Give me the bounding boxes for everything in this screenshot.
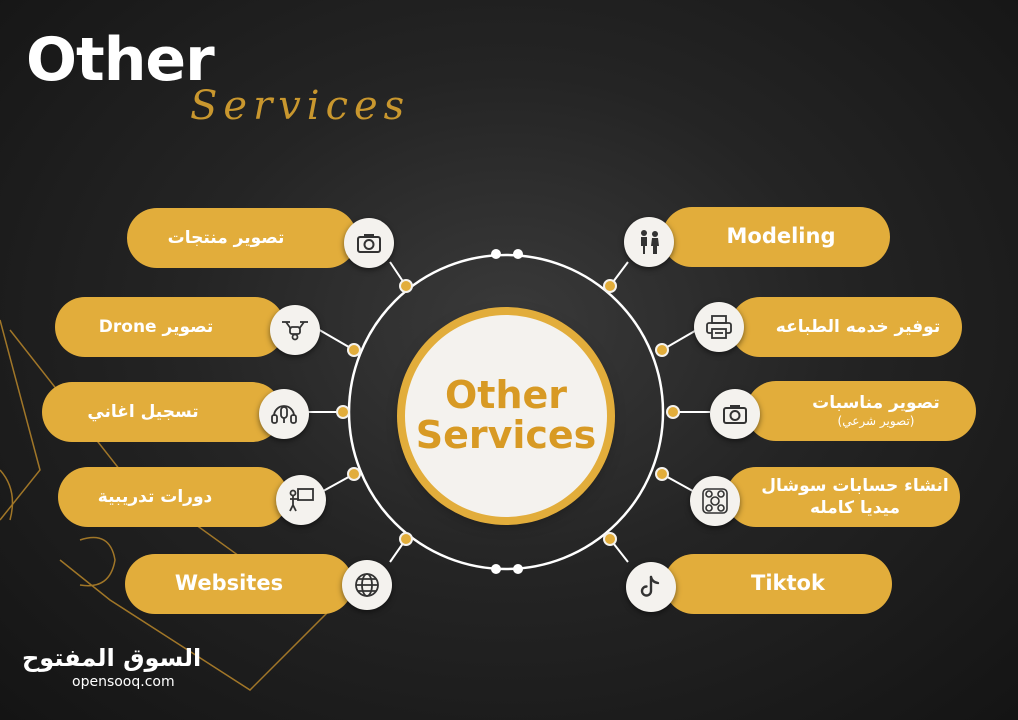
- logo-latin: opensooq.com: [72, 674, 175, 690]
- service-label: دورات تدريبية: [97, 486, 213, 507]
- center-circle: Other Services: [405, 315, 607, 517]
- service-label: تصوير منتجات: [167, 227, 285, 248]
- tiktok-icon: [626, 562, 676, 612]
- service-drone-photography[interactable]: تصوير Drone: [55, 297, 285, 357]
- service-label: Modeling: [726, 224, 836, 249]
- page-title: Other: [26, 25, 215, 95]
- camera-icon: [344, 218, 394, 268]
- service-sublabel: ميديا كامله: [810, 498, 901, 518]
- globe-icon: [342, 560, 392, 610]
- service-tiktok[interactable]: Tiktok: [664, 554, 892, 614]
- service-label: انشاء حسابات سوشال: [761, 475, 949, 496]
- presentation-icon: [276, 475, 326, 525]
- service-song-recording[interactable]: تسجيل اغاني: [42, 382, 282, 442]
- printer-icon: [694, 302, 744, 352]
- models-icon: [624, 217, 674, 267]
- service-label: Websites: [174, 571, 284, 596]
- service-product-photography[interactable]: تصوير منتجات: [127, 208, 357, 268]
- service-label: تصوير مناسبات: [812, 393, 940, 414]
- service-event-photography[interactable]: تصوير مناسبات (تصوير شرعي): [746, 381, 976, 441]
- page-title-script: Services: [190, 83, 411, 129]
- service-websites[interactable]: Websites: [125, 554, 353, 614]
- service-printing[interactable]: توفير خدمه الطباعه: [730, 297, 962, 357]
- service-label: تسجيل اغاني: [87, 401, 199, 422]
- camera-icon: [710, 389, 760, 439]
- service-sublabel: (تصوير شرعي): [837, 414, 915, 429]
- service-modeling[interactable]: Modeling: [662, 207, 890, 267]
- drone-icon: [270, 305, 320, 355]
- service-training-courses[interactable]: دورات تدريبية: [58, 467, 288, 527]
- service-social-media-accounts[interactable]: انشاء حسابات سوشال ميديا كامله: [726, 467, 960, 527]
- opensooq-logo: السوق المفتوح opensooq.com: [22, 646, 201, 690]
- service-label: Tiktok: [751, 571, 825, 596]
- service-label: تصوير Drone: [98, 316, 214, 337]
- social-media-icon: [690, 476, 740, 526]
- center-title-line1: Other: [444, 373, 568, 418]
- center-title-line2: Services: [415, 413, 597, 457]
- microphone-icon: [259, 389, 309, 439]
- logo-arabic: السوق المفتوح: [22, 644, 202, 672]
- service-label: توفير خدمه الطباعه: [775, 316, 941, 337]
